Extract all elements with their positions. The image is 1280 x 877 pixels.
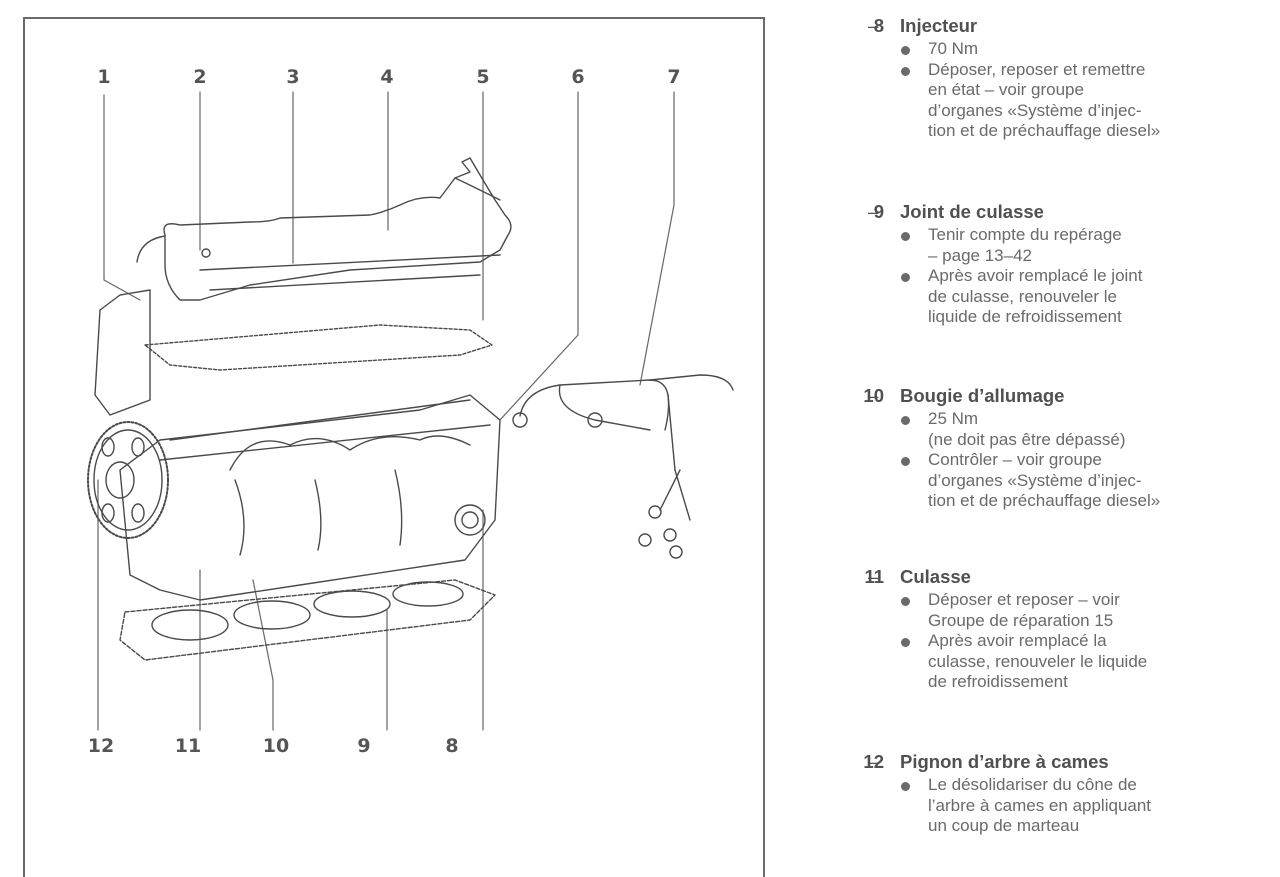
entry-dash: – [868,566,879,587]
entry-title: Culasse [900,566,971,587]
bullet-dot-icon [901,416,910,425]
callout-4: 4 [380,66,394,88]
bullet-item: Déposer et reposer – voir Groupe de répa… [830,590,1280,631]
legend-entry-11: 11 – Culasse Déposer et reposer – voir G… [830,566,1280,693]
bullet-dot-icon [901,638,910,647]
engine-exploded-drawing [87,91,734,731]
bullet-item: 25 Nm (ne doit pas être dépassé) [830,409,1280,450]
callout-11: 11 [174,735,202,757]
valve-cover-drawing [136,157,512,301]
entry-number: 8 [873,15,884,36]
figure-frame [23,17,765,877]
bullet-dot-icon [901,46,910,55]
entry-title: Bougie d’allumage [900,385,1065,406]
callout-8: 8 [445,735,459,757]
injector-pipes-drawing [512,374,734,559]
callout-7: 7 [667,66,681,88]
bullet-dot-icon [901,597,910,606]
entry-number: 10 [863,385,884,406]
cylinder-head-drawing [119,394,501,601]
rocker-gasket-drawing [94,289,493,416]
bullet-item: 70 Nm [830,39,1280,60]
bullet-item: Le désolidariser du cône de l’arbre à ca… [830,775,1280,837]
callout-2: 2 [193,66,207,88]
legend-entry-10: 10 – Bougie d’allumage 25 Nm (ne doit pa… [830,385,1280,512]
bullet-dot-icon [901,273,910,282]
callout-5: 5 [476,66,490,88]
callout-3: 3 [286,66,300,88]
entry-title: Pignon d’arbre à cames [900,751,1109,772]
entry-title: Joint de culasse [900,201,1044,222]
head-gasket-drawing [119,579,496,661]
bullet-item: Après avoir remplacé le joint de culasse… [830,266,1280,328]
entry-title: Injecteur [900,15,978,36]
bullet-dot-icon [901,232,910,241]
camshaft-sprocket-drawing [87,421,169,539]
legend-entry-9: 9 – Joint de culasse Tenir compte du rep… [830,201,1280,328]
bullet-item: Contrôler – voir groupe d’organes «Systè… [830,450,1280,512]
bullet-item: Après avoir remplacé la culasse, renouve… [830,631,1280,693]
bullet-dot-icon [901,66,910,76]
callout-1: 1 [97,66,111,88]
entry-dash: – [868,15,879,36]
bullet-dot-icon [901,782,910,791]
entry-number: 9 [873,201,884,222]
bullet-dot-icon [901,457,910,466]
legend-entry-8: 8 – Injecteur 70 Nm Déposer, reposer et … [830,15,1280,142]
entry-dash: – [868,751,879,772]
bullet-item: Tenir compte du repérage – page 13–42 [830,225,1280,266]
entry-number: 12 [863,751,884,772]
entry-dash: – [868,201,879,222]
callout-10: 10 [262,735,290,757]
entry-number: 11 [864,566,884,587]
leader-lines [97,91,675,731]
legend-entry-12: 12 – Pignon d’arbre à cames Le désolidar… [830,751,1280,837]
callout-12: 12 [87,735,115,757]
bullet-item: Déposer, reposer et remettre en état – v… [830,60,1280,142]
callout-9: 9 [357,735,371,757]
entry-dash: – [868,385,879,406]
callout-6: 6 [571,66,585,88]
